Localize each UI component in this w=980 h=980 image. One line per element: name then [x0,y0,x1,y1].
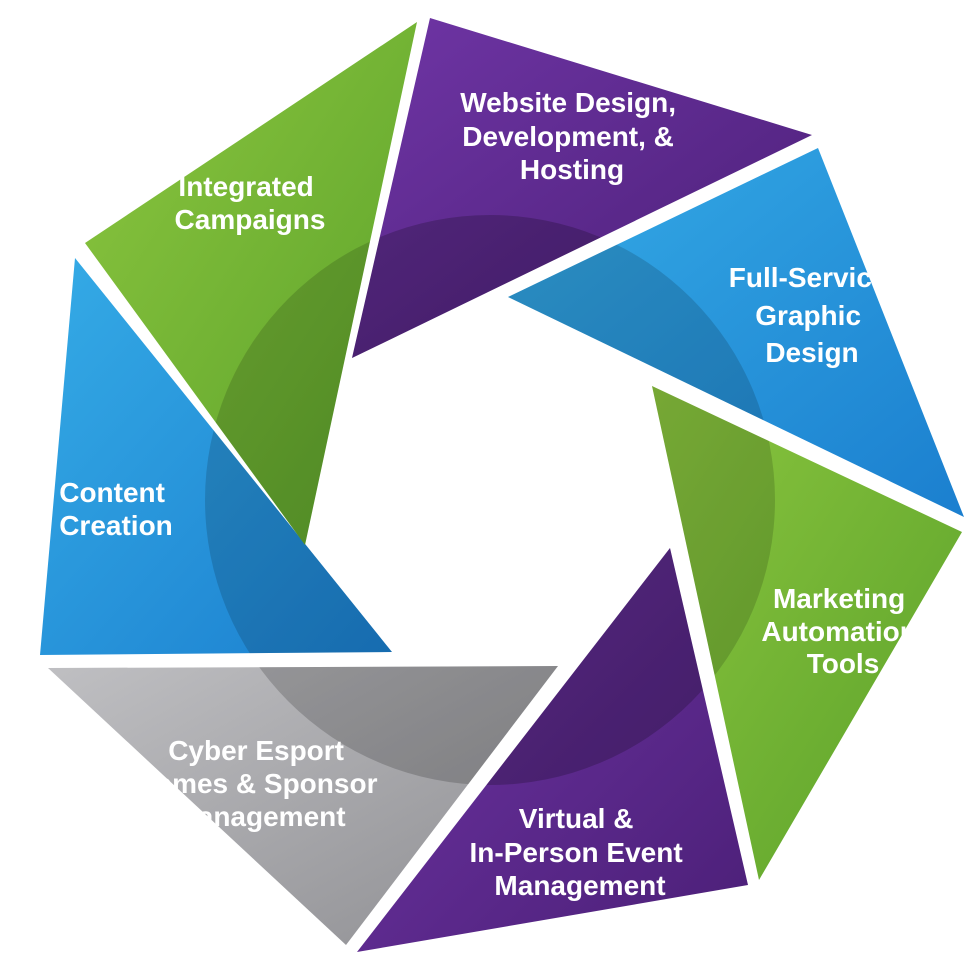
segment-integrated-campaigns [85,22,417,545]
segment-content-creation [40,258,392,655]
label-integrated-campaigns: Integrated Campaigns [175,171,326,235]
segment-graphic-design [508,148,964,517]
label-marketing-automation: Marketing Automation Tools [761,583,924,679]
label-graphic-design: Full-Service Graphic Design [729,262,896,368]
label-esport-management: Cyber Esport Games & Sponsor Management [135,735,386,832]
segment-marketing-automation [652,386,962,880]
segment-esport-management [48,666,558,945]
label-content-creation: Content Creation [59,477,173,541]
label-event-management: Virtual & In-Person Event Management [470,803,691,901]
segment-website-design [352,18,812,358]
label-website-design: Website Design, Development, & Hosting [460,87,684,185]
segment-event-management [357,548,748,952]
